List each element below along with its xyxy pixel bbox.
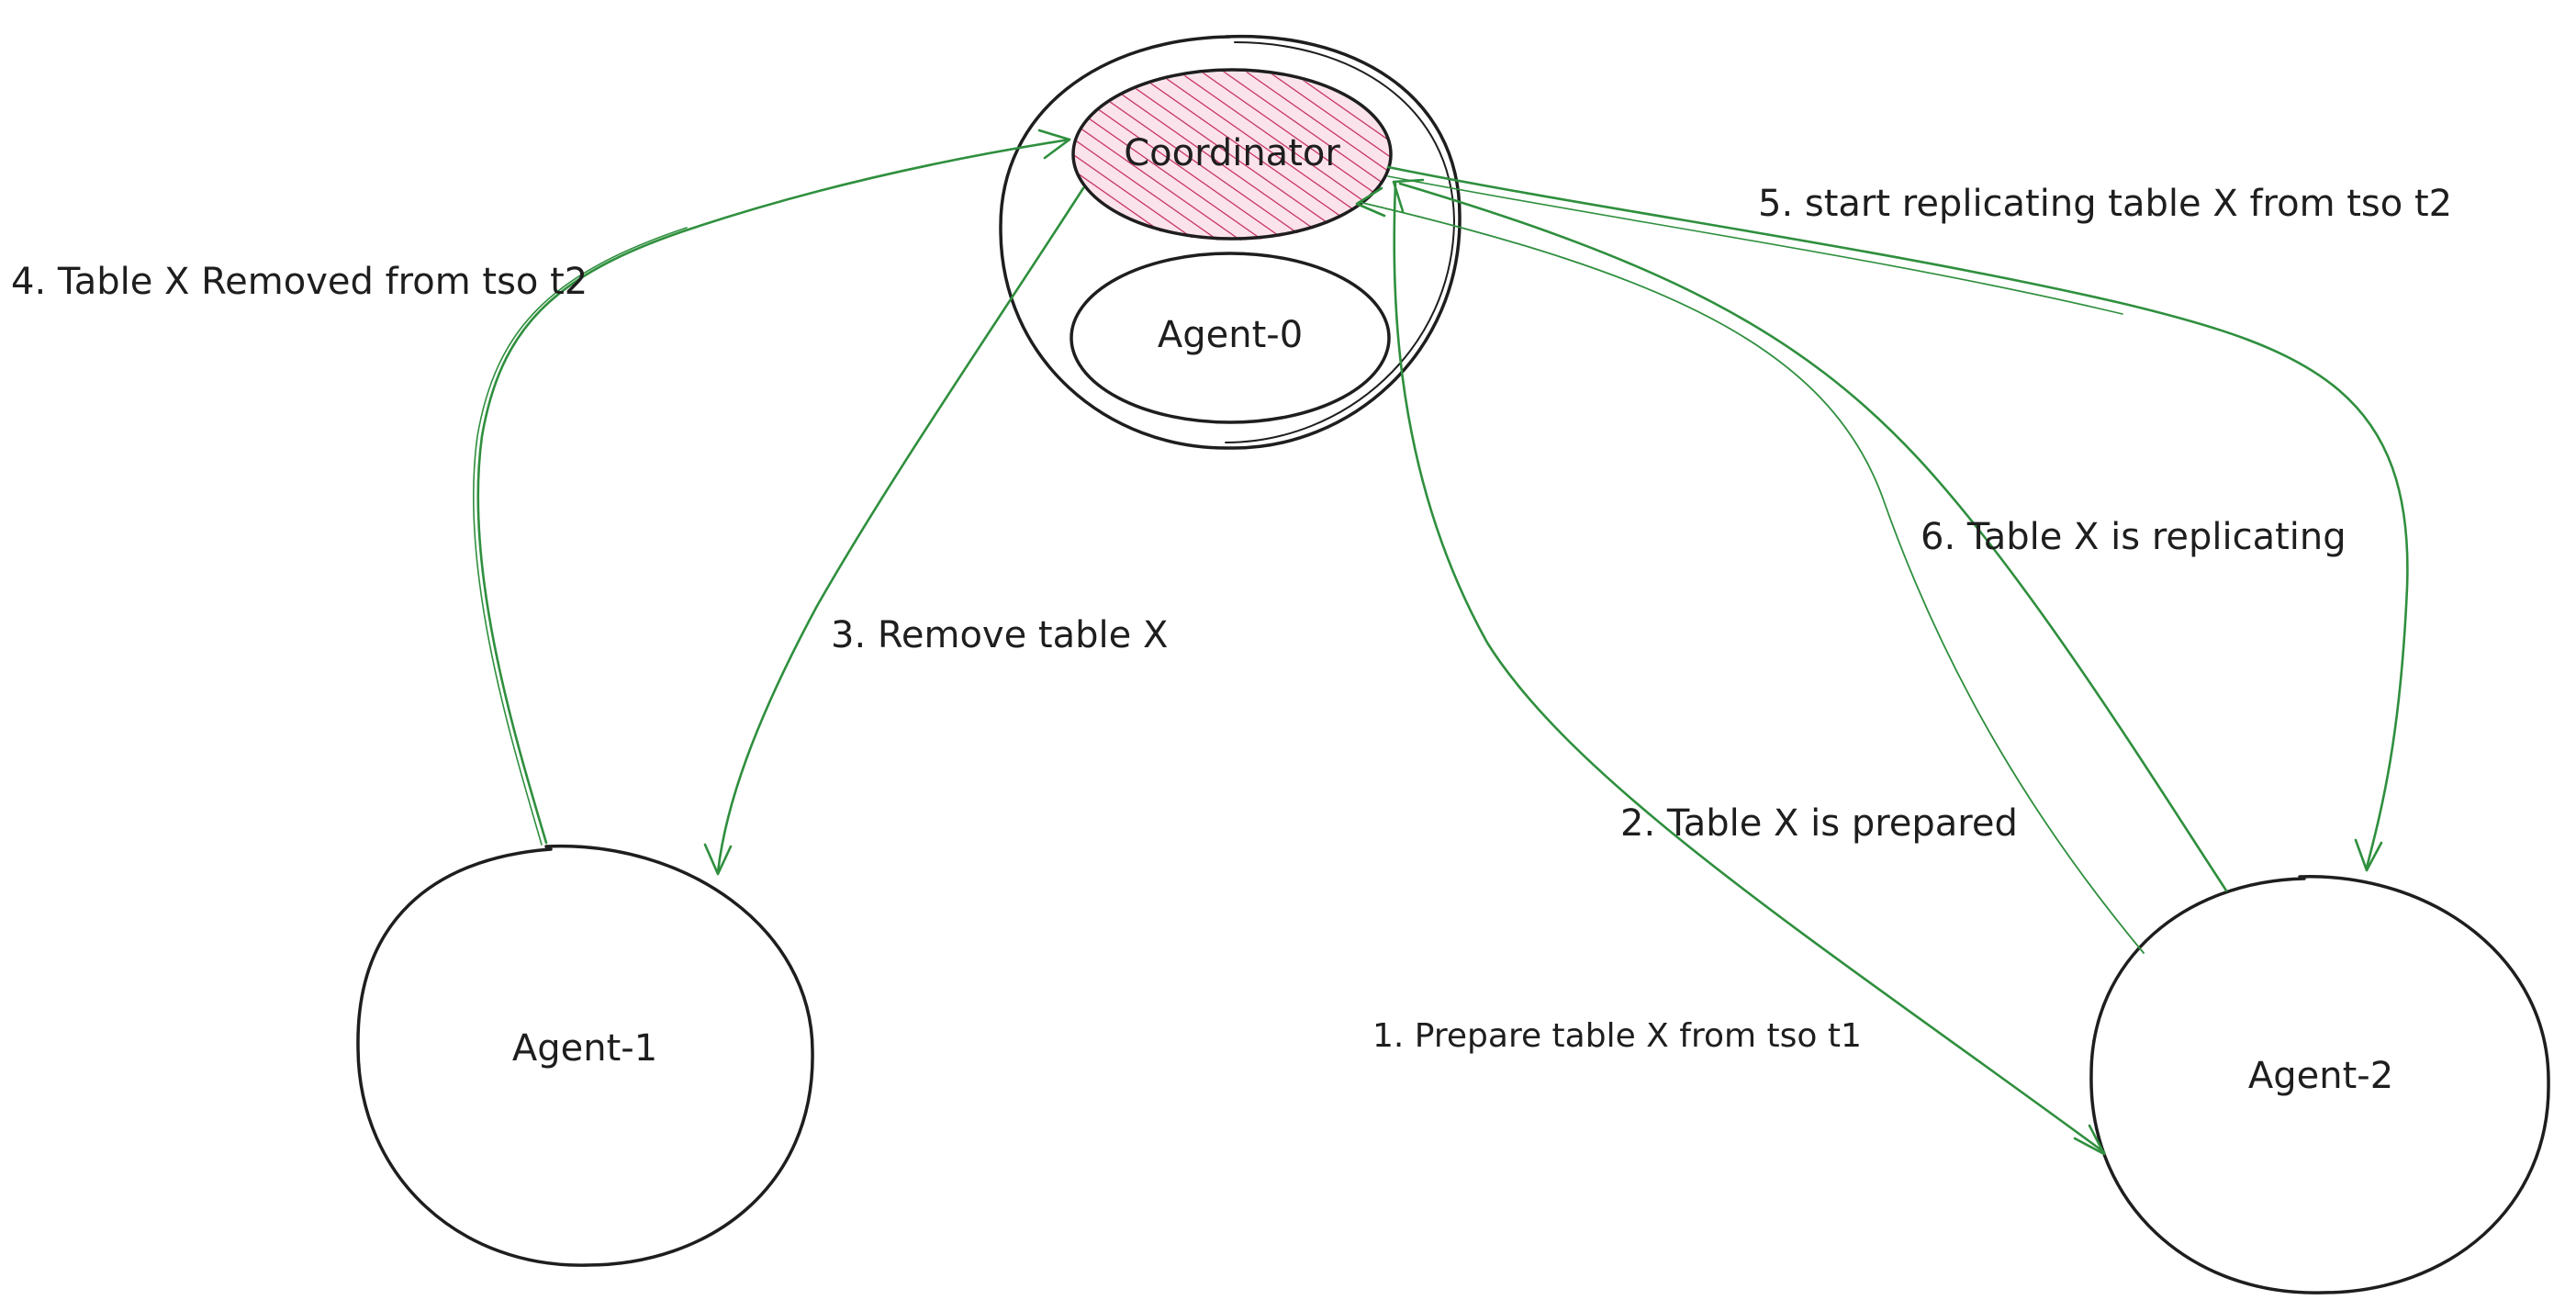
coordinator-group-outline-2 [1225, 41, 1456, 443]
arrow-6-replicating [1358, 201, 2145, 954]
edge-label-3: 3. Remove table X [831, 614, 1168, 656]
agent-2-node [2089, 875, 2550, 1294]
agent-2-label: Agent-2 [2248, 1055, 2393, 1097]
agent-1-label: Agent-1 [512, 1027, 657, 1070]
agent-0-label: Agent-0 [1158, 314, 1303, 356]
edge-label-1: 1. Prepare table X from tso t1 [1372, 1017, 1862, 1055]
arrow-2-head [1392, 178, 1425, 213]
arrow-6-head [1355, 186, 1386, 218]
arrow-3-remove [716, 186, 1085, 874]
agent-0-node [1070, 252, 1391, 424]
edge-label-2: 2. Table X is prepared [1620, 802, 2018, 845]
agent-2-group: Agent-2 [2089, 875, 2550, 1294]
arrow-1-head [2073, 1124, 2106, 1156]
coordinator-label: Coordinator [1124, 132, 1340, 174]
arrow-4-removed [476, 138, 1071, 845]
agent-1-group: Agent-1 [356, 844, 814, 1267]
arrow-5-start-replicating [1386, 165, 2409, 869]
arrow-1-prepare [1393, 182, 2106, 1154]
coordinator-node-outline [1071, 68, 1393, 241]
coordinator-group: Coordinator Agent-0 [999, 34, 1462, 450]
arrow-3-head [703, 843, 733, 876]
arrow-5-stroke2 [1387, 175, 2123, 315]
edge-label-5: 5. start replicating table X from tso t2 [1758, 183, 2452, 225]
edge-label-4: 4. Table X Removed from tso t2 [11, 261, 588, 303]
coordinator-node-hatch [1073, 72, 1391, 241]
coordinator-group-outline [999, 34, 1462, 450]
edge-label-6: 6. Table X is replicating [1921, 516, 2346, 558]
arrow-4-head [1037, 129, 1071, 160]
agent-1-node [356, 844, 814, 1267]
arrow-5-head [2354, 838, 2383, 872]
arrow-2-prepared [1398, 182, 2228, 892]
arrow-4-removed-stroke2 [472, 227, 688, 846]
